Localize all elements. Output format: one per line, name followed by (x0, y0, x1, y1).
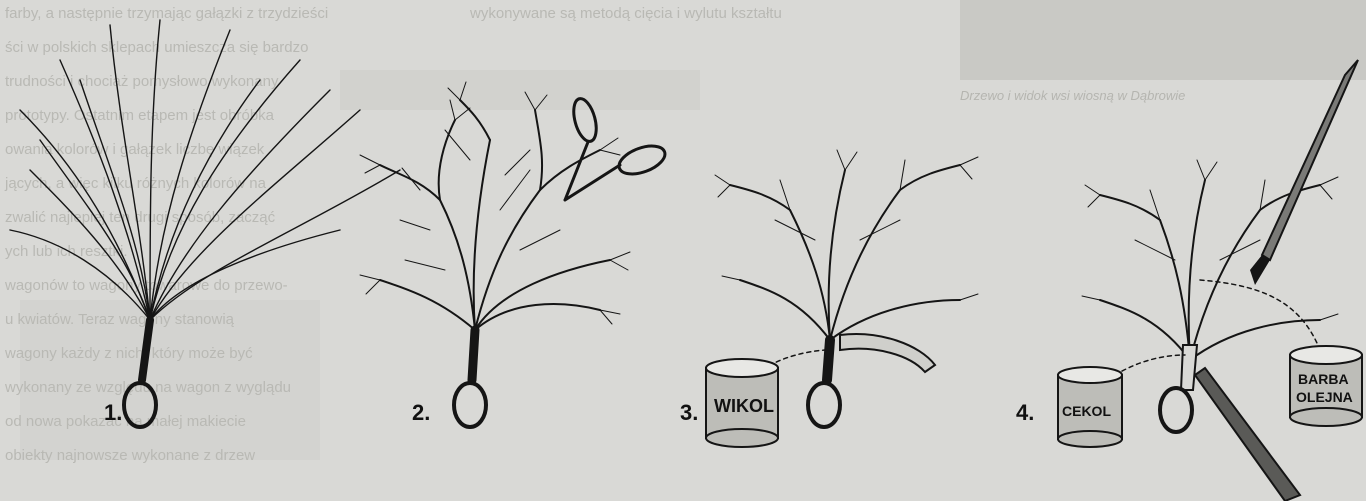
step-4-taped-trunk (1181, 345, 1197, 390)
background-text-line: obiekty najnowsze wykonane z drzew (5, 447, 255, 464)
step-4-glue-dashed-line (1115, 355, 1185, 375)
step-4-paint-dashed-line (1200, 280, 1320, 350)
step-3-tape-strip (840, 334, 935, 372)
step-3-branches (730, 165, 960, 340)
step-4-cekol-can: CEKOL (1058, 367, 1122, 447)
step-2-wire-loop (454, 383, 486, 427)
scissors-icon (565, 96, 669, 200)
step-3-twigs (715, 150, 978, 300)
background-text-line: wagony każdy z nich, który może być (4, 345, 253, 362)
background-text-line: farby, a następnie trzymając gałązki z t… (5, 5, 328, 22)
paint-label-line2: OLEJNA (1296, 389, 1353, 405)
background-text-line: owania kolorów i gałązek liczbę wiązek (5, 141, 265, 158)
step-4-wire-loop (1160, 388, 1192, 432)
step-1-number: 1. (104, 400, 122, 425)
background-top-text: wykonywane są metodą cięcia i wylutu ksz… (469, 5, 782, 22)
background-panel (340, 70, 700, 110)
background-faded-text: farby, a następnie trzymając gałązki z t… (4, 5, 328, 464)
paint-label-line1: BARBA (1298, 371, 1349, 387)
second-brush-icon (1195, 368, 1300, 501)
step-3-wikol-can: WIKOL (706, 359, 778, 447)
paintbrush-icon (1250, 60, 1358, 285)
step-3-wire-loop (808, 383, 840, 427)
background-photo (960, 0, 1366, 80)
step-4-oil-paint-can: BARBA OLEJNA (1290, 346, 1362, 426)
background-text-line: zwalić najlepiej ten drugi sposób, zaczą… (5, 209, 276, 226)
step-3-trunk (827, 340, 830, 380)
background-text-line: u kwiatów. Teraz wagony stanowią (5, 311, 235, 328)
background-caption: Drzewo i widok wsi wiosną w Dąbrowie (960, 88, 1185, 103)
wikol-label: WIKOL (714, 396, 774, 416)
background-text-line: trudności i chociaż pomysłowo wykonany (5, 73, 279, 90)
step-2-branches (380, 100, 610, 330)
cekol-label: CEKOL (1062, 403, 1111, 419)
step-3: WIKOL 3. (680, 150, 978, 447)
step-4-number: 4. (1016, 400, 1034, 425)
step-2-wrapped-trunk (472, 330, 475, 380)
step-4: CEKOL BARBA OLEJNA 4. (1016, 60, 1362, 501)
step-2: 2. (360, 82, 669, 427)
step-2-number: 2. (412, 400, 430, 425)
step-3-number: 3. (680, 400, 698, 425)
step-1-wire-strands (10, 20, 400, 320)
